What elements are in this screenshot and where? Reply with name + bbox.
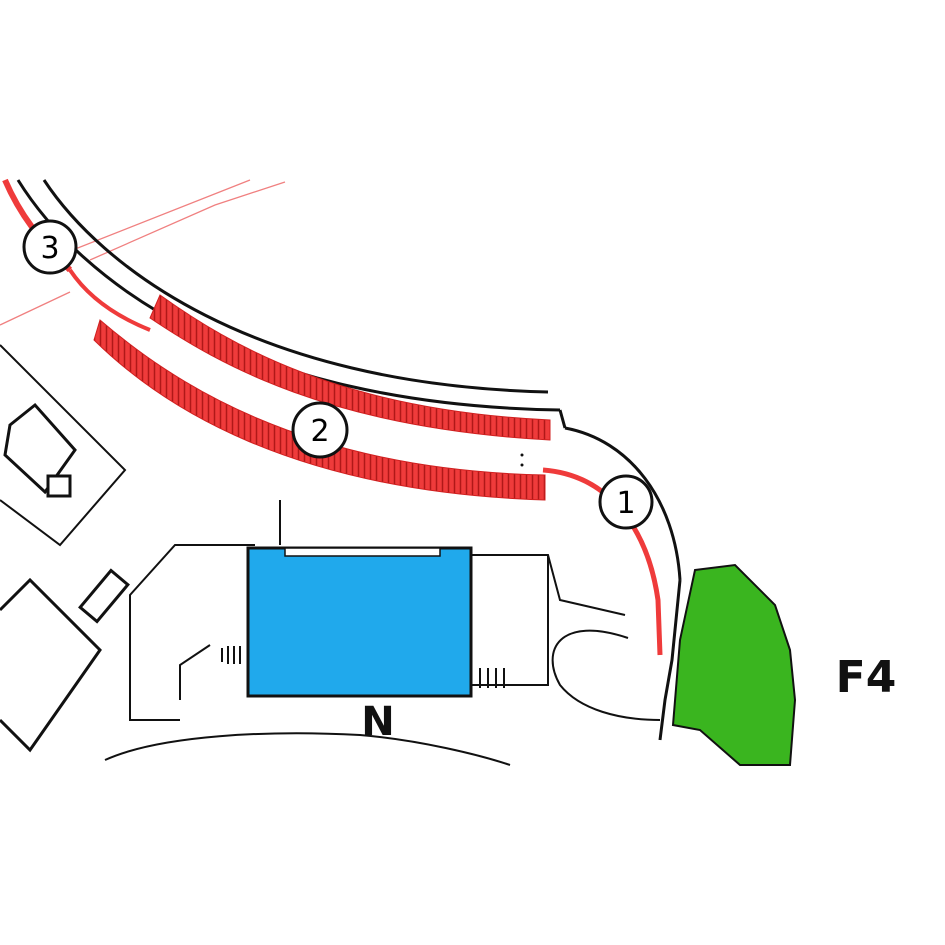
building-n-balcony [284, 547, 441, 557]
top-band [0, 0, 945, 178]
house-outline [0, 344, 127, 547]
house [3, 402, 77, 495]
marker-3-label: 3 [40, 231, 59, 266]
marker-3[interactable]: 3 [22, 219, 78, 275]
left-buildings [0, 344, 130, 753]
marker-1[interactable]: 1 [598, 474, 654, 530]
bottom-band [0, 766, 945, 945]
zone-f4-label: F4 [836, 652, 897, 703]
green-area [671, 563, 797, 766]
parking-end-dots [520, 453, 524, 467]
marker-2-label: 2 [310, 414, 329, 449]
parking-strips [93, 294, 551, 501]
large-building [0, 577, 102, 753]
marker-2[interactable]: 2 [291, 401, 349, 459]
parking-upper [149, 294, 551, 441]
property-lines [0, 179, 286, 326]
parking-lower [93, 319, 546, 501]
building-n-lot [104, 500, 661, 766]
building-n [246, 546, 473, 698]
building-n-label: N [361, 699, 394, 745]
entrance-stripes [221, 646, 505, 688]
marker-1-label: 1 [616, 486, 635, 521]
